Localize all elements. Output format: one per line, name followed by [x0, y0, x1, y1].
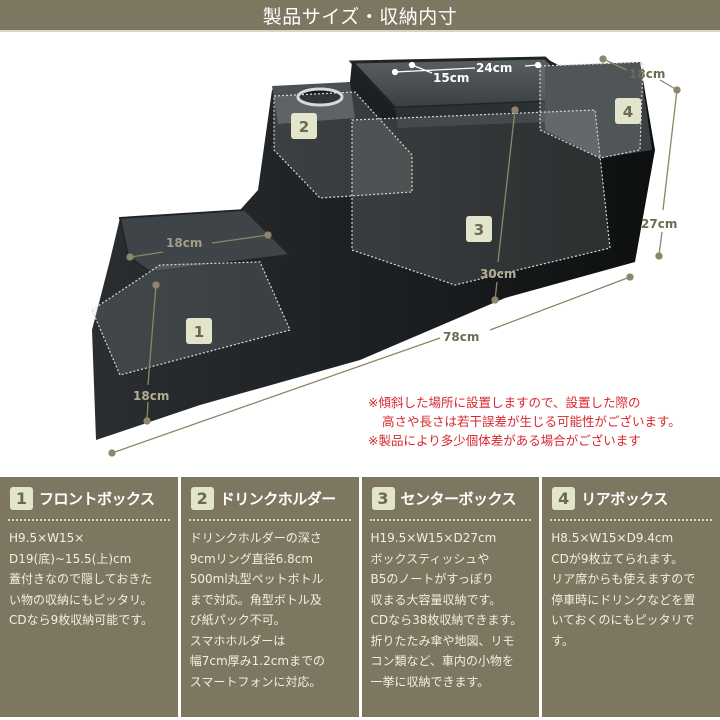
number-badge: 1 — [10, 486, 33, 510]
panel-title: リアボックス — [581, 489, 668, 508]
dim-front-height: 18cm — [133, 389, 169, 403]
panel-drink-holder: 2 ドリンクホルダー ドリンクホルダーの深さ 9cmリング直径6.8cm 500… — [180, 477, 359, 717]
console-body — [92, 58, 655, 440]
panel-description: H8.5×W15×D9.4cm CDが9枚立てられます。 リア席からも使えますの… — [551, 531, 696, 648]
svg-text:3: 3 — [474, 221, 484, 239]
note-line-3: ※製品により多少個体差がある場合がございます — [368, 433, 641, 448]
panel-description: ドリンクホルダーの深さ 9cmリング直径6.8cm 500ml丸型ペットボトル … — [189, 531, 326, 689]
number-badge: 3 — [371, 486, 395, 510]
svg-text:2: 2 — [299, 118, 309, 136]
panel-title: ドリンクホルダー — [219, 489, 337, 508]
panel-header: 3 センターボックス — [369, 477, 532, 521]
dim-top-depth: 15cm — [433, 71, 469, 85]
note-line-1: ※傾斜した場所に設置しますので、設置した際の — [368, 395, 641, 410]
dim-center-height: 30cm — [480, 267, 516, 281]
svg-text:4: 4 — [623, 103, 633, 121]
dim-total-length: 78cm — [443, 330, 479, 344]
box-4-volume — [539, 61, 644, 159]
panel-title: フロントボックス — [39, 489, 155, 508]
section-header: 製品サイズ・収納内寸 — [0, 0, 720, 32]
disclaimer-notes: ※傾斜した場所に設置しますので、設置した際の 高さや長さは若干誤差が生じる可能性… — [368, 393, 718, 450]
page-title: 製品サイズ・収納内寸 — [262, 5, 458, 28]
panel-title: センターボックス — [400, 489, 517, 508]
dim-front-lid-width: 18cm — [166, 236, 202, 250]
number-badge: 4 — [552, 486, 576, 510]
panel-header: 4 リアボックス — [550, 477, 712, 521]
badge-2 — [291, 113, 317, 139]
number-badge: 2 — [190, 486, 214, 510]
panel-front-box: 1 フロントボックス H9.5×W15× D19(底)~15.5(上)cm 蓋付… — [0, 477, 178, 717]
panel-header: 2 ドリンクホルダー — [188, 477, 351, 521]
svg-text:1: 1 — [194, 323, 204, 341]
panel-header: 1 フロントボックス — [8, 477, 170, 521]
panel-rear-box: 4 リアボックス H8.5×W15×D9.4cm CDが9枚立てられます。 リア… — [542, 477, 720, 717]
console-illustration: 24cm 15cm 18cm 27cm 30cm 78cm 18cm 18cm … — [91, 55, 681, 457]
rear-shelf — [545, 62, 652, 158]
panel-center-box: 3 センターボックス H19.5×W15×D27cm ボックスティッシュや B5… — [361, 477, 540, 717]
dim-rear-depth: 18cm — [629, 67, 665, 81]
storage-spec-panels: 1 フロントボックス H9.5×W15× D19(底)~15.5(上)cm 蓋付… — [0, 477, 720, 717]
box-3-volume — [351, 109, 611, 286]
dim-top-width: 24cm — [476, 61, 512, 75]
note-line-2: 高さや長さは若干誤差が生じる可能性がございます。 — [382, 414, 681, 429]
panel-description: H9.5×W15× D19(底)~15.5(上)cm 蓋付きなので隠しておきた … — [9, 531, 154, 627]
badge-4 — [615, 98, 641, 124]
dim-rear-height: 27cm — [641, 217, 677, 231]
badge-1 — [186, 318, 212, 344]
badge-3 — [466, 216, 492, 242]
panel-description: H19.5×W15×D27cm ボックスティッシュや B5のノートがすっぽり 収… — [370, 531, 523, 689]
